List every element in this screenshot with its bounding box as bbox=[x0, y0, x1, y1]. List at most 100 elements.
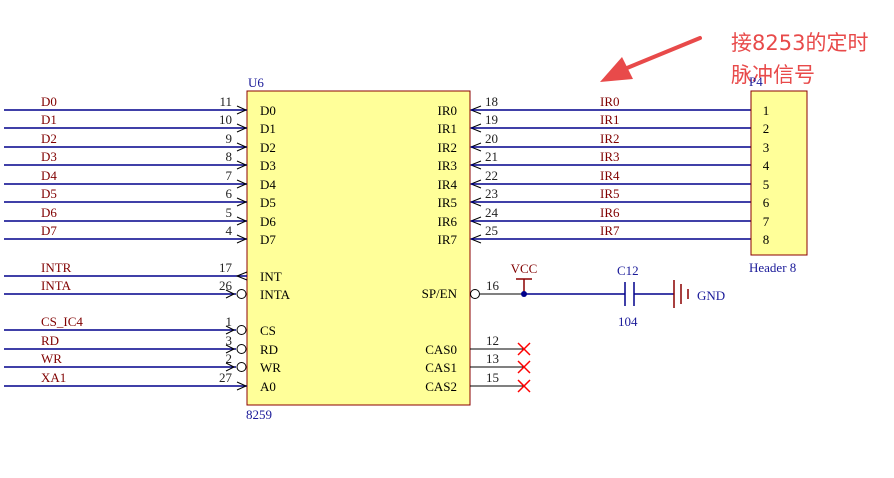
pin-number: 24 bbox=[485, 205, 499, 220]
net-label: D1 bbox=[41, 112, 57, 127]
inversion-bubble bbox=[236, 362, 247, 372]
pin-number: 19 bbox=[485, 112, 498, 127]
pin-label: D3 bbox=[260, 158, 276, 173]
clock-input-marker bbox=[225, 344, 236, 354]
clock-input-marker bbox=[225, 289, 236, 299]
net-label: IR2 bbox=[600, 131, 620, 146]
pin-number: 15 bbox=[486, 370, 499, 385]
pin-number: 7 bbox=[226, 168, 233, 183]
capacitor-c12: C12 104 bbox=[617, 263, 674, 329]
pin-number: 3 bbox=[226, 333, 233, 348]
pin-label: D6 bbox=[260, 214, 276, 229]
input-arrow bbox=[236, 123, 248, 133]
pin-label: CAS0 bbox=[425, 342, 457, 357]
net-label: D7 bbox=[41, 223, 57, 238]
pin-number: 25 bbox=[485, 223, 498, 238]
net-label: D3 bbox=[41, 149, 57, 164]
clock-input-marker bbox=[225, 362, 236, 372]
pin-number: 13 bbox=[486, 351, 499, 366]
clock-input-marker bbox=[225, 325, 236, 335]
header-pin-number: 2 bbox=[763, 121, 770, 136]
net-label: IR4 bbox=[600, 168, 620, 183]
chip-part-number: 8259 bbox=[246, 407, 272, 422]
net-label: D5 bbox=[41, 186, 57, 201]
gnd-symbol: GND bbox=[673, 280, 725, 308]
input-arrow bbox=[236, 105, 248, 115]
header-pin-number: 5 bbox=[763, 177, 770, 192]
pin-number: 18 bbox=[485, 94, 498, 109]
pin-number: 12 bbox=[486, 333, 499, 348]
header-pin-number: 8 bbox=[763, 232, 770, 247]
output-arrow bbox=[235, 271, 248, 281]
capacitor-value: 104 bbox=[618, 314, 638, 329]
pin-label: IR3 bbox=[438, 158, 458, 173]
pin-label: D7 bbox=[260, 232, 276, 247]
pin-label: RD bbox=[260, 342, 278, 357]
net-label: IR1 bbox=[600, 112, 620, 127]
sp-en-inversion-bubble bbox=[470, 289, 480, 299]
pin-label: IR1 bbox=[438, 121, 458, 136]
no-connect-mark bbox=[517, 360, 531, 374]
input-arrow bbox=[236, 160, 248, 170]
inversion-bubble bbox=[236, 325, 247, 335]
pin-label: D1 bbox=[260, 121, 276, 136]
annotation-line-2: 脉冲信号 bbox=[731, 63, 815, 87]
pin-label: INTA bbox=[260, 287, 291, 302]
pin-number: 10 bbox=[219, 112, 232, 127]
header-part-number: Header 8 bbox=[749, 260, 796, 275]
net-label: D6 bbox=[41, 205, 57, 220]
net-label: INTR bbox=[41, 260, 72, 275]
net-label: D4 bbox=[41, 168, 57, 183]
net-label: CS_IC4 bbox=[41, 314, 83, 329]
net-label: XA1 bbox=[41, 370, 66, 385]
capacitor-designator: C12 bbox=[617, 263, 639, 278]
sp-en-pin-number: 16 bbox=[486, 278, 500, 293]
inversion-bubble bbox=[236, 344, 247, 354]
pin-label: IR2 bbox=[438, 140, 458, 155]
net-label: IR7 bbox=[600, 223, 620, 238]
sp-en-pin-label: SP/EN bbox=[422, 286, 458, 301]
net-label: D0 bbox=[41, 94, 57, 109]
pin-label: D4 bbox=[260, 177, 276, 192]
net-label: INTA bbox=[41, 278, 72, 293]
header-body bbox=[750, 90, 808, 256]
pin-label: IR7 bbox=[438, 232, 458, 247]
input-arrow bbox=[236, 179, 248, 189]
cas-pin-cas0: CAS0 12 bbox=[425, 333, 531, 357]
annotation-line-1: 接8253的定时 bbox=[731, 31, 868, 55]
net-label: RD bbox=[41, 333, 59, 348]
pin-label: D2 bbox=[260, 140, 276, 155]
cas-pin-cas2: CAS2 15 bbox=[425, 370, 531, 394]
input-arrow bbox=[236, 234, 248, 244]
gnd-label: GND bbox=[697, 288, 725, 303]
no-connect-mark bbox=[517, 379, 531, 393]
pin-number: 6 bbox=[226, 186, 233, 201]
pin-number: 22 bbox=[485, 168, 498, 183]
pin-number: 21 bbox=[485, 149, 498, 164]
pin-number: 4 bbox=[226, 223, 233, 238]
pin-number: 26 bbox=[219, 278, 233, 293]
pin-label: CAS2 bbox=[425, 379, 457, 394]
pin-number: 27 bbox=[219, 370, 233, 385]
pin-label: CS bbox=[260, 323, 276, 338]
header-pin-number: 4 bbox=[763, 158, 770, 173]
chip-body bbox=[246, 90, 471, 406]
pin-number: 9 bbox=[226, 131, 233, 146]
